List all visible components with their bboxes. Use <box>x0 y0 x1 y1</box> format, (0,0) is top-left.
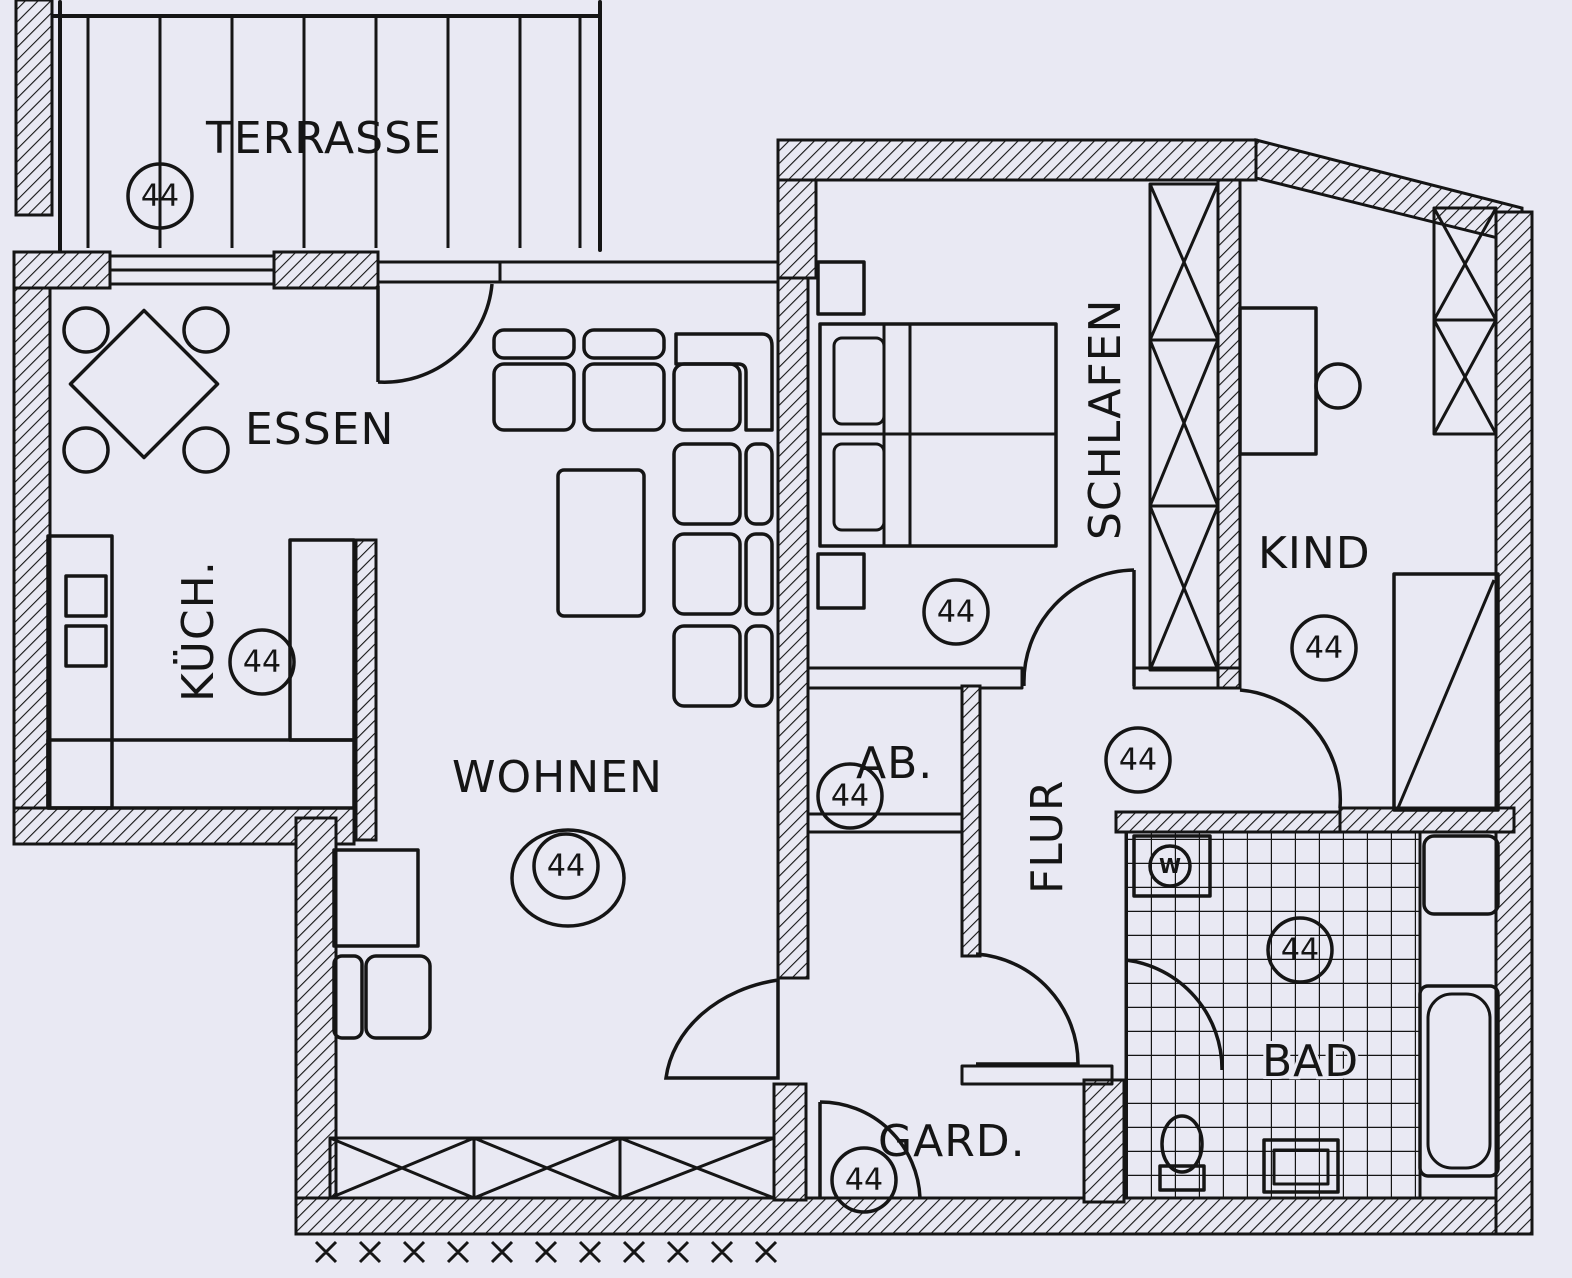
terrace-railing <box>14 0 54 217</box>
doors <box>376 283 1343 1199</box>
bathroom-tile-floor <box>1124 830 1422 1200</box>
svg-text:44: 44 <box>1119 743 1157 778</box>
svg-text:44: 44 <box>1305 631 1343 666</box>
room-badge-kind: 44 <box>1290 614 1358 682</box>
washer-symbol: W <box>1159 854 1181 878</box>
side-table-and-chair <box>332 848 432 1040</box>
washbasin <box>1422 834 1500 916</box>
wardrobe-wohnen <box>328 1136 776 1200</box>
kitchen-fittings <box>46 534 356 810</box>
toilet <box>1158 1114 1206 1192</box>
room-badge-terrasse: 44 <box>126 162 194 230</box>
sofa-set <box>492 328 774 708</box>
room-label-terrasse: TERRASSE <box>205 113 442 164</box>
dining-chair <box>182 306 230 354</box>
svg-text:44: 44 <box>845 1163 883 1198</box>
nightstand <box>816 552 866 610</box>
svg-text:44: 44 <box>243 645 281 680</box>
room-badge-abstellraum: 44 <box>816 762 884 830</box>
kitchen-counter-east <box>288 538 356 742</box>
terrace: TERRASSE 44 <box>14 0 602 252</box>
door-schlafen <box>1022 568 1136 687</box>
door-apartment <box>663 977 780 1080</box>
room-badge-wohnen: 44 <box>510 828 626 928</box>
room-label-wohnen: WOHNEN <box>452 752 663 803</box>
room-label-garderobe: GARD. <box>878 1116 1026 1167</box>
room-label-schlafen: SCHLAFEN <box>1080 299 1131 540</box>
stove-burner <box>64 574 108 618</box>
room-badge-garderobe: 44 <box>830 1146 898 1214</box>
room-label-kind: KIND <box>1258 528 1371 579</box>
dining-set <box>62 306 230 474</box>
room-badge-flur: 44 <box>1104 726 1172 794</box>
kitchen-counter-south <box>46 738 356 810</box>
single-bed <box>1392 572 1500 812</box>
door-flur-bad <box>975 952 1080 1066</box>
nightstand <box>816 260 866 316</box>
dining-table <box>68 308 220 460</box>
coffee-table <box>556 468 646 618</box>
room-label-kueche: KÜCH. <box>172 560 224 702</box>
room-label-abstellraum: AB. <box>856 738 933 789</box>
room-badge-bad: 44 <box>1266 916 1334 984</box>
dining-chair <box>182 426 230 474</box>
svg-text:44: 44 <box>141 179 179 214</box>
room-label-bad: BAD <box>1262 1036 1359 1087</box>
svg-text:44: 44 <box>831 779 869 814</box>
wardrobe-kind <box>1432 206 1498 436</box>
desk-and-chair <box>1238 306 1362 456</box>
washer: W <box>1132 834 1212 898</box>
dining-chair <box>62 306 110 354</box>
room-badge-kueche: 44 <box>228 628 296 696</box>
svg-text:44: 44 <box>547 849 585 884</box>
stove-burner <box>64 624 108 668</box>
room-badge-schlafen: 44 <box>922 578 990 646</box>
terrace-decking <box>86 18 582 248</box>
door-kind <box>1239 688 1343 809</box>
dining-chair <box>62 426 110 474</box>
svg-text:44: 44 <box>1281 933 1319 968</box>
wardrobe-schlafen <box>1148 182 1220 672</box>
bathtub <box>1418 984 1500 1178</box>
room-label-flur: FLUR <box>1022 780 1073 894</box>
double-bed <box>818 322 1058 548</box>
room-label-essen: ESSEN <box>245 404 394 455</box>
foundation-marks <box>314 1240 778 1264</box>
door-essen-entry <box>376 283 494 384</box>
walls <box>12 138 1534 1236</box>
door-bad <box>1125 958 1224 1071</box>
svg-text:44: 44 <box>937 595 975 630</box>
sink-counter <box>1262 1138 1340 1194</box>
door-garderobe <box>818 1100 922 1199</box>
terrace-outline <box>52 0 602 252</box>
